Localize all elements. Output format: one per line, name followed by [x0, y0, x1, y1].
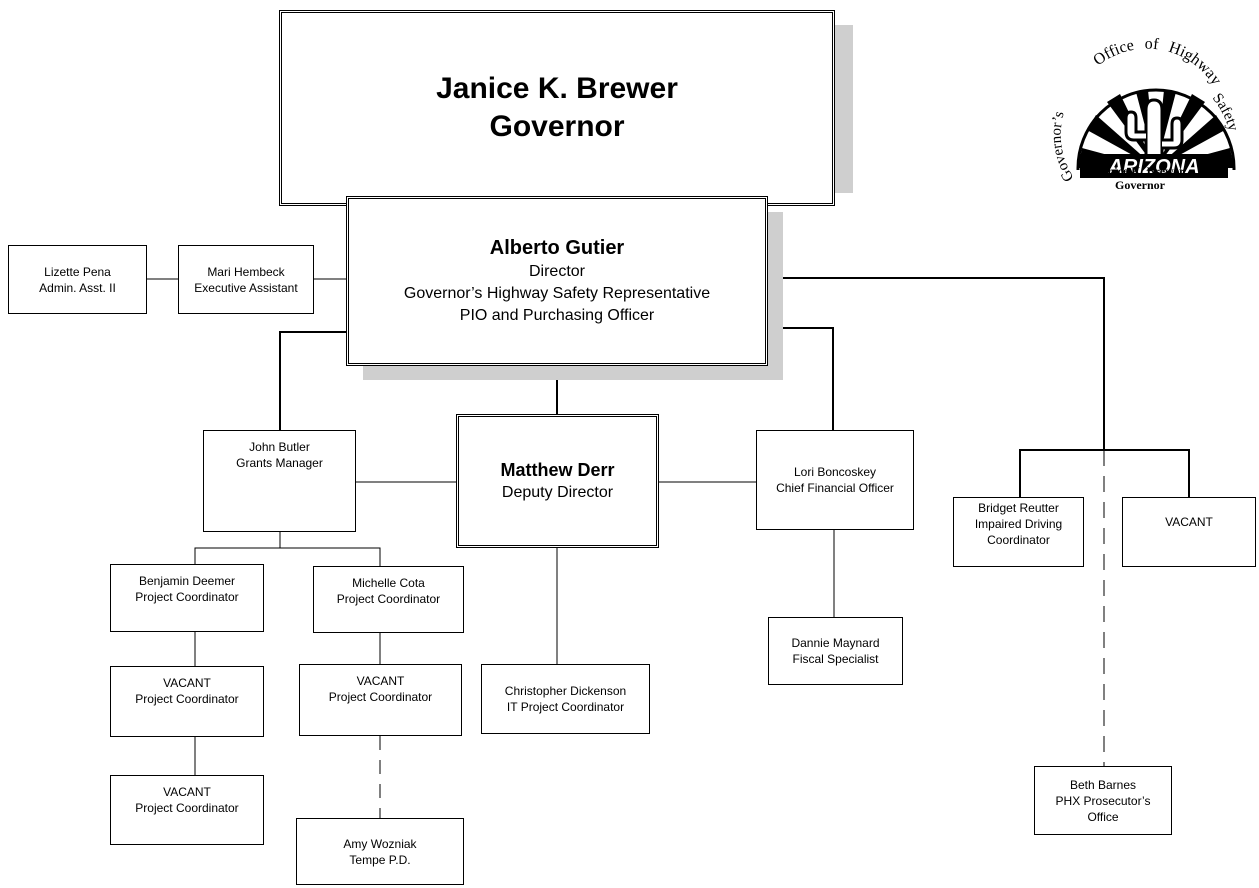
dannie-name: Dannie Maynard [791, 636, 880, 650]
lori-name: Lori Boncoskey [793, 465, 877, 479]
benjamin-deemer-box: Benjamin Deemer Project Coordinator [110, 564, 264, 632]
director-box: Alberto Gutier Director Governor’s Highw… [346, 196, 768, 366]
lori-title: Chief Financial Officer [776, 481, 894, 495]
lizette-name: Lizette Pena [44, 264, 111, 279]
christopher-dickenson-box: Christopher Dickenson IT Project Coordin… [481, 664, 650, 734]
john-title: Grants Manager [236, 456, 323, 470]
director-pio-role: PIO and Purchasing Officer [459, 307, 655, 324]
beth-title-1: PHX Prosecutor’s [1055, 793, 1151, 808]
john-name: John Butler [249, 440, 310, 454]
arizona-banner: ARIZONA [1080, 154, 1228, 178]
vacant-left-2-name: VACANT [163, 785, 211, 799]
christopher-name: Christopher Dickenson [504, 684, 627, 698]
lori-boncoskey-box: Lori Boncoskey Chief Financial Officer [756, 430, 914, 530]
vacant-mid-title: Project Coordinator [328, 690, 433, 704]
seal-caption-name: Janice K. Brewer [1095, 164, 1185, 178]
seal-arc-top-1: Office [1090, 37, 1135, 69]
deputy-name: Matthew Derr [500, 460, 615, 480]
vacant-mid-name: VACANT [356, 674, 405, 688]
benjamin-title: Project Coordinator [135, 590, 239, 604]
amy-title: Tempe P.D. [349, 852, 411, 867]
seal-state-text: ARIZONA [1107, 156, 1199, 178]
highway-safety-seal-logo: ARIZONA Governor’s Office of Highway Saf… [1049, 36, 1241, 185]
beth-title-2: Office [1087, 809, 1119, 824]
director-rep-role: Governor’s Highway Safety Representative [403, 285, 711, 302]
vacant-coordinator-box-left-1: VACANT Project Coordinator [110, 666, 264, 737]
bridget-name: Bridget Reutter [978, 501, 1059, 515]
director-role: Director [528, 263, 585, 280]
michelle-name: Michelle Cota [352, 576, 425, 590]
michelle-cota-box: Michelle Cota Project Coordinator [313, 566, 464, 633]
bridget-title-1: Impaired Driving [974, 517, 1063, 531]
cactus-icon [1124, 98, 1184, 170]
christopher-title: IT Project Coordinator [506, 700, 625, 714]
michelle-title: Project Coordinator [336, 592, 441, 606]
governor-box: Janice K. Brewer Governor [279, 10, 835, 206]
dannie-maynard-box: Dannie Maynard Fiscal Specialist [768, 617, 903, 685]
governor-title: Governor [489, 110, 625, 143]
beth-barnes-box: Beth Barnes PHX Prosecutor’s Office [1034, 766, 1172, 835]
seal-arc-top-3: Highway [1167, 39, 1225, 88]
dannie-title: Fiscal Specialist [792, 652, 879, 666]
vacant-coordinator-box-left-2: VACANT Project Coordinator [110, 775, 264, 845]
seal-caption-title: Governor [1115, 178, 1165, 192]
vacant-coordinator-box-mid: VACANT Project Coordinator [299, 664, 462, 736]
lizette-pena-box: Lizette Pena Admin. Asst. II [8, 245, 147, 314]
john-butler-box: John Butler Grants Manager [203, 430, 356, 532]
vacant-left-2-title: Project Coordinator [135, 801, 239, 815]
amy-name: Amy Wozniak [343, 836, 417, 851]
bridget-title-2: Coordinator [987, 533, 1050, 547]
mari-name: Mari Hembeck [207, 264, 285, 279]
governor-name: Janice K. Brewer [436, 72, 678, 105]
vacant-left-1-name: VACANT [163, 676, 211, 690]
svg-text:Office of High: Office of Highway [1090, 36, 1224, 89]
deputy-title: Deputy Director [501, 484, 614, 501]
mari-title: Executive Assistant [194, 280, 298, 295]
vacant-right-name: VACANT [1165, 515, 1213, 529]
lizette-title: Admin. Asst. II [39, 280, 116, 295]
director-name: Alberto Gutier [489, 237, 625, 259]
vacant-box-right: VACANT [1122, 497, 1256, 567]
bridget-reutter-box: Bridget Reutter Impaired Driving Coordin… [953, 497, 1084, 567]
deputy-director-box: Matthew Derr Deputy Director [456, 414, 659, 548]
seal-arc-top-2: of [1145, 36, 1160, 54]
amy-wozniak-box: Amy Wozniak Tempe P.D. [296, 818, 464, 885]
mari-hembeck-box: Mari Hembeck Executive Assistant [178, 245, 314, 314]
vacant-left-1-title: Project Coordinator [135, 692, 239, 706]
benjamin-name: Benjamin Deemer [138, 574, 236, 588]
beth-name: Beth Barnes [1069, 777, 1137, 792]
